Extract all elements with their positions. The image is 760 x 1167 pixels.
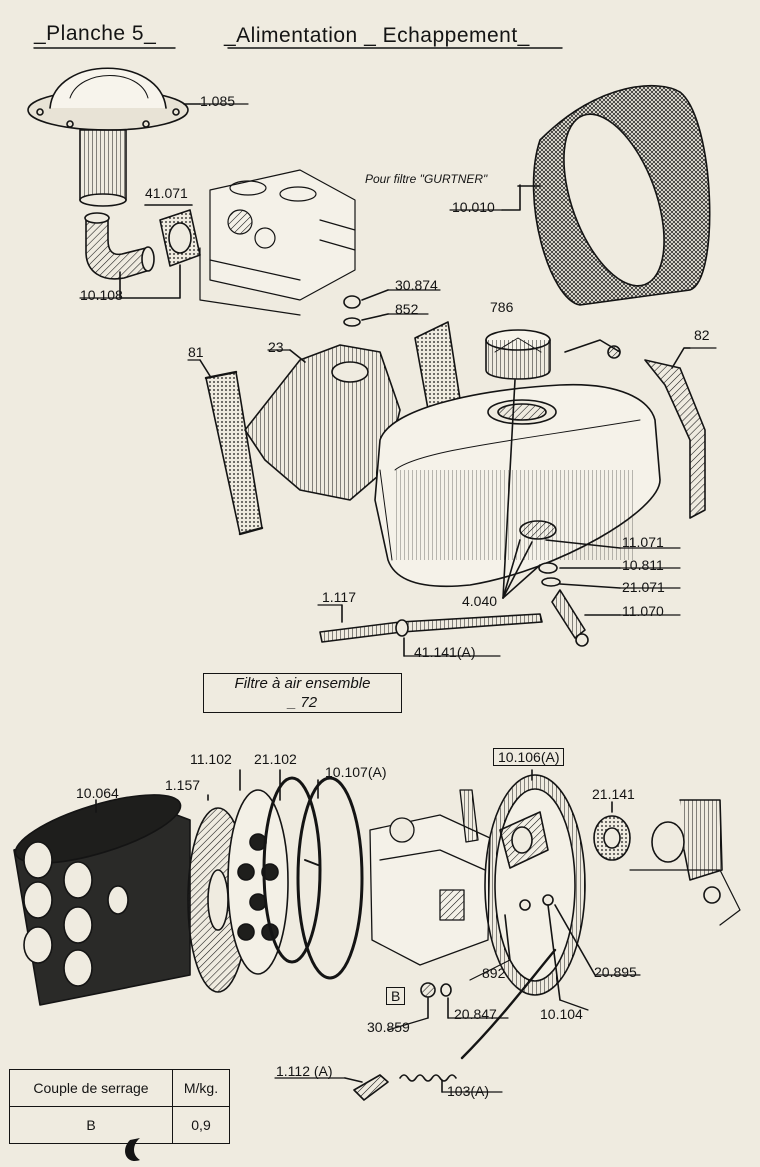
- label-21102: 21.102: [254, 751, 297, 767]
- label-10106: 10.106(A): [493, 748, 565, 766]
- label-10811: 10.811: [622, 557, 664, 573]
- label-B: B: [386, 987, 406, 1005]
- label-1157: 1.157: [165, 777, 201, 793]
- label-30874: 30.874: [395, 277, 438, 293]
- filter-box-line1: Filtre à air ensemble: [234, 675, 371, 692]
- label-10104: 10.104: [540, 1006, 583, 1022]
- label-30859: 30.859: [367, 1019, 410, 1035]
- air-filter-housing: [13, 794, 191, 1006]
- gurtner-filter-ring: [501, 84, 711, 306]
- dome-cap-part: [27, 67, 201, 207]
- torque-row-value: 0,9: [172, 1106, 230, 1144]
- side-pad-part: [199, 359, 264, 536]
- label-41071: 41.071: [145, 185, 188, 201]
- label-103: 103(A): [447, 1083, 490, 1099]
- seal-ring-10107: [296, 776, 364, 980]
- spring-part: [399, 1074, 457, 1093]
- label-10010: 10.010: [452, 199, 495, 215]
- label-leaders: [79, 103, 717, 1093]
- gasket-ring-21102: [262, 769, 322, 964]
- air-filter-assembly-box: Filtre à air ensemble _ 72: [203, 673, 402, 713]
- label-10108: 10.108: [80, 287, 123, 303]
- label-1085: 1.085: [200, 93, 236, 109]
- label-20895: 20.895: [594, 964, 637, 980]
- lever-part: [344, 1074, 389, 1101]
- torque-row-key: B: [9, 1106, 173, 1144]
- label-41141: 41.141(A): [414, 644, 476, 660]
- label-892: 892: [482, 965, 506, 981]
- carburettor-part: [629, 799, 741, 926]
- label-11102: 11.102: [190, 751, 232, 767]
- gurtner-note: Pour filtre "GURTNER": [365, 172, 488, 186]
- fuel-tap-part: [502, 379, 621, 647]
- carburettor-body: [369, 789, 491, 966]
- page-title: _Alimentation _ Echappement_: [224, 24, 530, 47]
- label-21071: 21.071: [622, 579, 665, 595]
- torque-header-label: Couple de serrage: [9, 1069, 173, 1107]
- filter-base-plate: [460, 769, 596, 1060]
- nut-B-part: [420, 982, 452, 1019]
- label-11070: 11.070: [622, 603, 664, 619]
- torque-table: Couple de serrage M/kg. B 0,9: [9, 1069, 230, 1144]
- label-20847: 20.847: [454, 1006, 497, 1022]
- printer-mark: [125, 1138, 140, 1161]
- plate-number: _Planche 5_: [34, 22, 157, 45]
- label-4040: 4.040: [462, 593, 498, 609]
- flange-gasket-part: [144, 204, 201, 267]
- perforated-plate: [227, 769, 289, 975]
- label-21141: 21.141: [592, 786, 635, 802]
- label-786: 786: [490, 299, 514, 315]
- filler-cap-part: [485, 329, 551, 380]
- filter-box-line2: _ 72: [287, 694, 318, 711]
- label-1112: 1.112 (A): [276, 1063, 333, 1079]
- fuel-hose-part: [319, 604, 543, 657]
- label-11071: 11.071: [622, 534, 664, 550]
- torque-header-unit: M/kg.: [172, 1069, 230, 1107]
- torque-table-row: B 0,9: [9, 1106, 230, 1144]
- label-23: 23: [268, 339, 284, 355]
- intake-gasket: [593, 801, 631, 861]
- label-10064: 10.064: [76, 785, 119, 801]
- engine-head-casting: [199, 169, 356, 316]
- elbow-pipe-part: [84, 212, 181, 299]
- label-1117: 1.117: [322, 589, 356, 605]
- mounting-bracket-part: [244, 344, 401, 501]
- label-852: 852: [395, 301, 419, 317]
- label-10107: 10.107(A): [325, 764, 387, 780]
- torque-table-header: Couple de serrage M/kg.: [9, 1069, 230, 1107]
- nut-washer-part: [343, 289, 389, 327]
- label-81: 81: [188, 344, 204, 360]
- label-82: 82: [694, 327, 710, 343]
